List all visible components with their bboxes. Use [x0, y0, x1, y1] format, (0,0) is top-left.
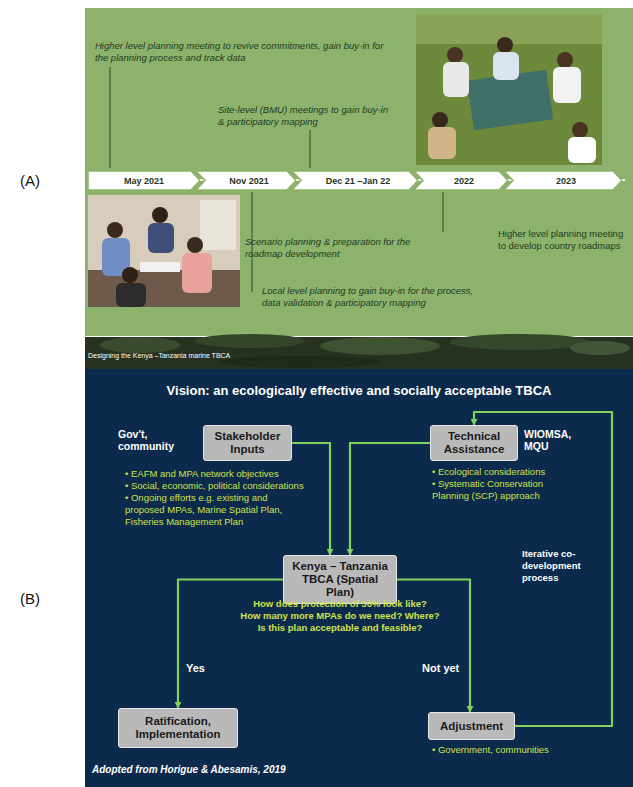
node-text: 2023 [550, 176, 576, 186]
note-label: Designing the Kenya –Tanzania marine TBC… [88, 352, 308, 359]
note-label: • Social, economic, political considerat… [125, 480, 305, 492]
node-text: Kenya – Tanzania TBCA (Spatial Plan) [289, 560, 391, 599]
note-label: Site-level (BMU) meetings to gain buy-in… [218, 104, 390, 127]
leader-line [310, 130, 311, 168]
note-label: Local level planning to gain buy-in for … [262, 285, 494, 308]
note-label: Iterative co-development process [522, 548, 604, 584]
forest-canopy [100, 334, 630, 368]
process-box: Adjustment [428, 712, 515, 740]
node-text: 2022 [448, 176, 474, 186]
chevron-fill [88, 171, 200, 190]
chevron-fill [196, 171, 296, 190]
timeline-chevron: 2022 [414, 171, 508, 190]
timeline-chevron: Nov 2021 [196, 171, 296, 190]
photo-field-meeting [416, 14, 602, 165]
process-box: Kenya – Tanzania TBCA (Spatial Plan) [283, 555, 397, 604]
process-box: Ratification, Implementation [118, 708, 238, 748]
node-text: Technical Assistance [436, 430, 512, 456]
note-label: How many more MPAs do we need? Where? [238, 610, 442, 622]
panel-b-ground [85, 369, 633, 787]
node-text: May 2021 [124, 176, 164, 186]
note-label: How does protection of 30% look like? [238, 598, 442, 610]
process-box: Stakeholder Inputs [203, 425, 292, 461]
note-label: Higher level planning meeting to revive … [95, 40, 395, 63]
flow-connector [350, 443, 430, 555]
note-label: • EAFM and MPA network objectives [125, 468, 305, 480]
chevron-fill [504, 171, 622, 190]
note-label: Is this plan acceptable and feasible? [238, 622, 442, 634]
chevron-fill [292, 171, 418, 190]
edge-label: Yes [184, 662, 207, 674]
diagram-title: Vision: an ecologically effective and so… [85, 383, 633, 398]
node-text: Ratification, Implementation [124, 715, 232, 741]
timeline-chevron: May 2021 [88, 171, 200, 190]
note-label: Gov't, community [118, 428, 188, 452]
panel-a-ground [85, 8, 633, 336]
node-text: Nov 2021 [223, 176, 269, 186]
chevron-fill [414, 171, 508, 190]
note-label: • Systematic Conservation Planning (SCP)… [432, 478, 567, 502]
timeline-chevron: Dec 21 –Jan 22 [292, 171, 418, 190]
node-text: Stakeholder Inputs [209, 430, 286, 456]
leader-line [110, 67, 111, 168]
timeline-chevron: 2023 [504, 171, 622, 190]
note-label: (A) [20, 172, 60, 189]
edge-label: Not yet [420, 662, 461, 674]
node-text: Adjustment [440, 720, 503, 733]
note-label: (B) [20, 590, 60, 607]
note-label: Adopted from Horigue & Abesamis, 2019 [92, 764, 392, 775]
note-label: Scenario planning & preparation for the … [245, 236, 450, 259]
note-label: • Government, communities [432, 744, 582, 756]
note-label: • Ecological considerations [432, 466, 567, 478]
note-label: WIOMSA, MQU [524, 428, 594, 452]
leader-line [443, 192, 444, 232]
note-label: • Ongoing efforts e.g. existing and prop… [125, 492, 305, 528]
node-text: Dec 21 –Jan 22 [320, 176, 391, 186]
photo-indoor-meeting [88, 195, 240, 307]
process-box: Technical Assistance [430, 425, 518, 461]
note-label: Higher level planning meeting to develop… [498, 228, 626, 251]
flow-connector [292, 443, 330, 555]
